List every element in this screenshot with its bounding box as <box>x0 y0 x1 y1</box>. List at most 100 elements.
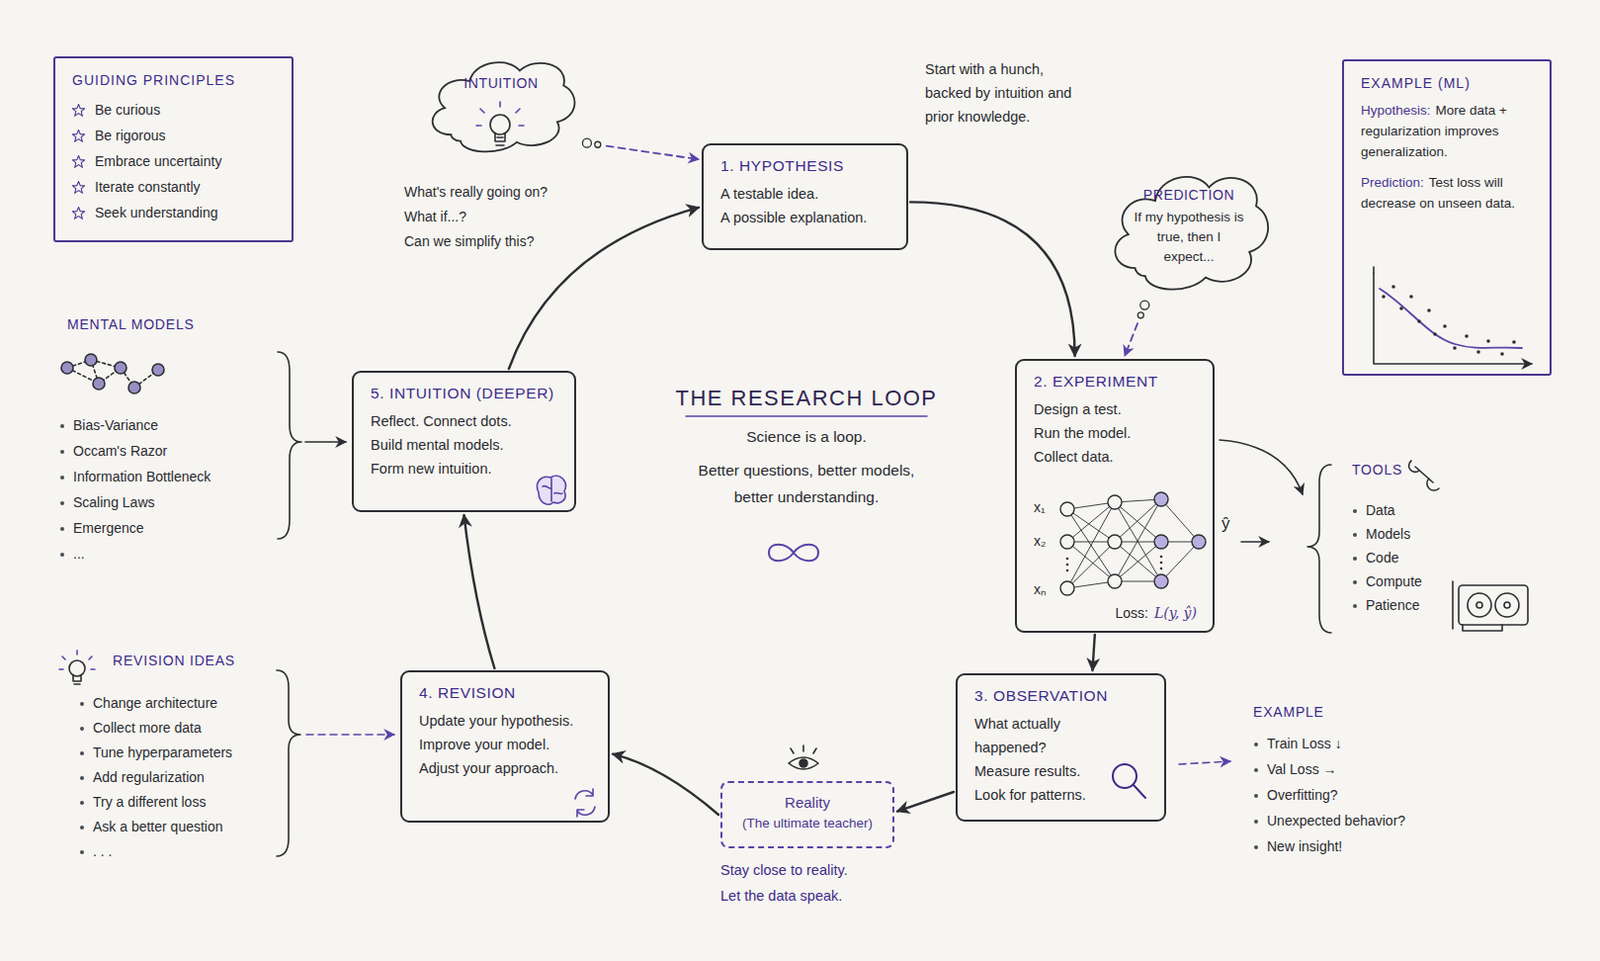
note-text: x₂ <box>1033 532 1046 549</box>
star-shape <box>72 129 85 142</box>
star-bullet <box>72 103 85 117</box>
star-bullet <box>72 180 85 194</box>
box-text: Form new intuition. <box>370 456 558 481</box>
note-text: Patience <box>1351 596 1420 613</box>
star-shape <box>72 155 85 168</box>
box-text: What actually happened? <box>974 711 1098 759</box>
star-bullet <box>72 129 85 143</box>
note-text: Scaling Laws <box>59 494 156 510</box>
cloud-shape <box>1114 176 1268 290</box>
prediction-cloud: PREDICTIONIf my hypothesis is true, then… <box>1104 163 1273 298</box>
mental-models-arrow <box>305 440 346 443</box>
caption: Science is a loop. <box>658 427 955 446</box>
brain-icon <box>536 475 566 505</box>
box-text: Reflect. Connect dots. <box>370 409 558 433</box>
label-value: L(y, ŷ) <box>1154 604 1197 621</box>
text-row: Hypothesis:More data + regularization im… <box>1360 99 1533 163</box>
principle-item: Be curious <box>72 96 275 123</box>
note-text: New insight! <box>1253 838 1343 854</box>
box-text: Measure results. <box>974 758 1148 783</box>
note-text: Collect more data <box>79 719 202 736</box>
intuition-bulb <box>476 101 524 146</box>
star-bullet <box>72 155 85 169</box>
box-heading: 5. INTUITION (DEEPER) <box>370 384 558 403</box>
principle-text: Iterate constantly <box>94 173 201 200</box>
loop-arrow <box>508 207 699 369</box>
box-heading: INTUITION <box>448 75 554 91</box>
mental-models-brace <box>277 351 302 539</box>
note-text: Occam's Razor <box>59 442 168 459</box>
reality-box: Reality(The ultimate teacher) <box>720 780 895 848</box>
intuition-cloud: INTUITION <box>422 51 580 159</box>
box-heading: 1. HYPOTHESIS <box>720 157 890 175</box>
star-bullet <box>72 206 85 220</box>
infinity-symbol <box>768 544 819 562</box>
note-text: Try a different loss <box>79 793 206 810</box>
loop-arrow <box>897 791 954 812</box>
note-text: ... <box>59 545 85 562</box>
note-text: Change architecture <box>79 694 218 711</box>
section-heading: REVISION IDEAS <box>112 652 236 669</box>
refresh-icon <box>575 788 595 817</box>
thought-bubble <box>582 138 591 148</box>
cloud-outline <box>422 51 580 159</box>
box-text: Update your hypothesis. <box>419 708 591 733</box>
box-heading: PREDICTION <box>1130 186 1248 203</box>
note-text: Let the data speak. <box>720 887 843 904</box>
label-key: Loss: <box>1114 604 1148 621</box>
thought-bubble <box>1140 300 1150 310</box>
text-row: Loss: L(y, ŷ) <box>1114 604 1197 621</box>
loop-arrow <box>612 754 719 815</box>
note-text: Ask a better question <box>79 818 224 835</box>
note-text: What if...? <box>404 208 467 225</box>
note-text: Code <box>1351 549 1399 566</box>
observation-example-arrow <box>1178 760 1231 764</box>
note-text: x₁ <box>1033 499 1046 515</box>
note-text: . . . <box>79 842 112 859</box>
box-text: Run the model. <box>1033 421 1196 445</box>
principle-text: Seek understanding <box>94 199 219 226</box>
output-arrow <box>1241 540 1269 543</box>
cloud-shape <box>432 62 576 152</box>
revision-ideas-brace <box>276 670 301 856</box>
dashed-connector <box>1124 323 1138 356</box>
hypothesis-box: 1. HYPOTHESIS A testable idea.A possible … <box>701 143 909 251</box>
star-shape <box>72 206 85 219</box>
box-text: A possible explanation. <box>720 205 890 230</box>
principles-box: GUIDING PRINCIPLESBe curiousBe rigorousE… <box>53 56 294 243</box>
note-text: ŷ <box>1221 513 1231 534</box>
box-text: A testable idea. <box>720 181 890 206</box>
note-text: Train Loss ↓ <box>1253 735 1343 752</box>
principle-text: Be rigorous <box>94 122 167 149</box>
observation-box: 3. OBSERVATIONWhat actually happened?Mea… <box>955 673 1167 822</box>
note-text: Data <box>1351 502 1396 518</box>
principle-item: Seek understanding <box>72 199 275 226</box>
loop-arrow <box>1093 634 1095 671</box>
revision-ideas-arrow <box>306 733 395 736</box>
principle-text: Embrace uncertainty <box>94 148 222 174</box>
note-text: Compute <box>1351 573 1423 590</box>
box-text: (The ultimate teacher) <box>730 813 885 834</box>
principle-item: Embrace uncertainty <box>72 148 275 174</box>
note-text: Stay close to reality. <box>720 861 848 878</box>
note-text: Overfitting? <box>1253 786 1339 803</box>
section-heading: TOOLS <box>1351 461 1403 478</box>
loop-arrow <box>910 201 1076 356</box>
section-heading: MENTAL MODELS <box>67 316 195 333</box>
note-text: Tune hyperparameters <box>79 744 233 760</box>
magnifier-icon <box>1112 763 1146 798</box>
note-text: Add regularization <box>79 768 205 785</box>
box-heading: 2. EXPERIMENT <box>1033 372 1196 391</box>
thought-bubble <box>1137 312 1144 319</box>
eye-icon <box>788 745 819 769</box>
example-box: EXAMPLE (ML) Hypothesis:More data + regul… <box>1342 59 1552 376</box>
gpu-icon <box>1452 581 1528 631</box>
box-heading: 4. REVISION <box>419 683 591 702</box>
box-text: Improve your model. <box>419 732 591 757</box>
box-text: Look for patterns. <box>974 782 1148 807</box>
box-heading: EXAMPLE (ML) <box>1360 75 1533 91</box>
note-text: Start with a hunch, backed by intuition … <box>925 57 1079 129</box>
section-heading: EXAMPLE <box>1253 703 1325 720</box>
deeper-intuition-box: 5. INTUITION (DEEPER) Reflect. Connect do… <box>351 370 577 512</box>
loss-chart <box>1373 266 1532 364</box>
